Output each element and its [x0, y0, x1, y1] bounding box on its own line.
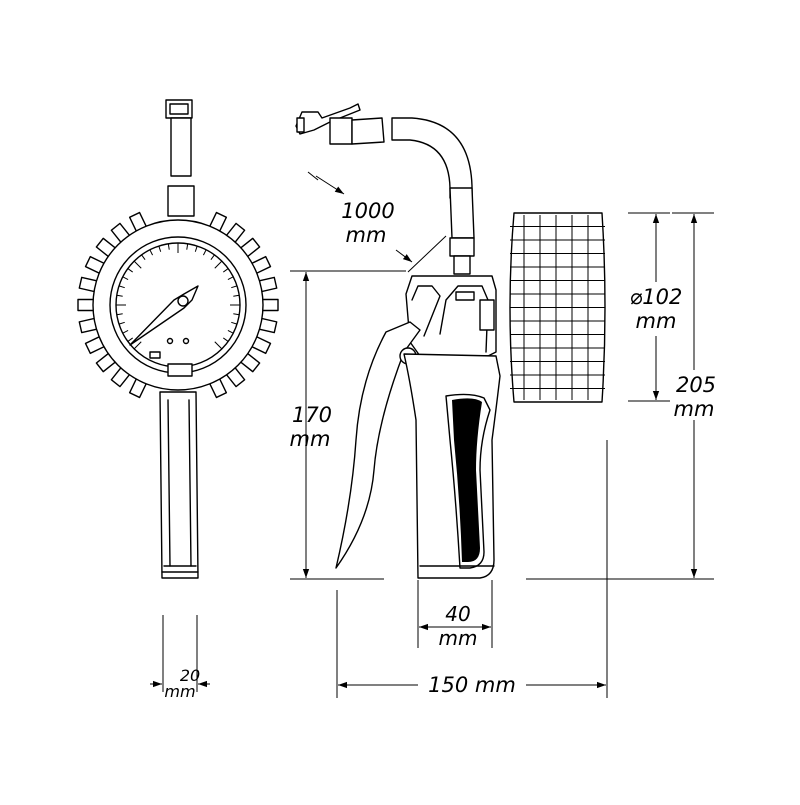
dim-gauge-diameter-unit: mm: [636, 309, 677, 333]
front-hose-coupling: [167, 185, 195, 217]
gauge-tick: [231, 285, 238, 289]
dim-hose-length: 1000 mm: [307, 171, 447, 273]
dim-total-height-value: 205: [676, 373, 716, 397]
gauge-tick: [122, 276, 129, 281]
side-view: [295, 103, 606, 579]
gauge-tick: [227, 276, 234, 281]
front-handle-edge-left: [167, 399, 171, 567]
front-handle: [159, 391, 199, 579]
gauge-tick: [118, 321, 125, 325]
gauge-side-profile: [509, 212, 606, 403]
gauge-tick: [223, 268, 229, 273]
gauge-mount: [479, 299, 495, 331]
gauge-tick: [122, 329, 129, 334]
gauge-tick: [186, 243, 189, 250]
hose-bend: [391, 117, 473, 199]
gauge-tick: [133, 341, 142, 350]
gauge-tick: [167, 243, 170, 250]
front-hose: [170, 117, 192, 177]
dim-hose-length-value: 1000: [341, 199, 394, 223]
gun-head-bracket: [411, 285, 441, 337]
dim-side-thickness: 20 mm: [150, 615, 210, 701]
hose-fitting-stem: [453, 255, 471, 275]
air-chuck-tip: [296, 117, 305, 133]
gauge-screw-left: [166, 337, 174, 345]
gauge-tick: [158, 245, 162, 252]
hose-segment-1: [351, 117, 385, 145]
gauge-tick: [223, 337, 229, 342]
dim-grip-width: 40 mm: [417, 580, 493, 650]
gauge-bottom-block: [167, 363, 193, 377]
dim-grip-width-unit: mm: [439, 626, 478, 650]
dim-hose-length-unit: mm: [346, 223, 387, 247]
dim-grip-height-unit: mm: [290, 427, 331, 451]
gauge-tick: [231, 321, 238, 325]
gauge-tick: [227, 329, 234, 334]
front-handle-edge-right: [188, 399, 192, 567]
gauge-tick: [127, 268, 133, 273]
grip-rubber: [452, 398, 482, 562]
hose-vertical: [449, 187, 475, 239]
gauge-tick: [202, 249, 207, 256]
gauge-tick: [214, 260, 223, 269]
dim-side-thickness-unit: mm: [164, 682, 195, 701]
chuck-ferrule: [329, 117, 353, 145]
hose-fitting-nut: [449, 237, 475, 257]
trigger-lever: [335, 321, 421, 569]
dim-total-depth-value: 150 mm: [428, 673, 516, 697]
dim-total-height: 205 mm: [526, 212, 716, 580]
dim-side-thickness-value: 20: [180, 666, 200, 685]
dim-gauge-diameter-value: ⌀102: [630, 285, 683, 309]
gauge-tick: [210, 254, 215, 260]
air-chuck: [295, 103, 361, 135]
front-view: [77, 99, 279, 579]
gauge-tick: [194, 245, 198, 252]
dim-gauge-diameter: ⌀102 mm: [628, 212, 683, 402]
dim-grip-height: 170 mm: [290, 270, 406, 580]
gauge-tick: [118, 285, 125, 289]
dim-grip-width-value: 40: [445, 602, 470, 626]
front-hose-clip-inner: [169, 103, 189, 115]
gauge-tick: [149, 249, 154, 256]
gauge-tick: [116, 313, 123, 316]
gauge-tick: [214, 341, 223, 350]
gauge-tick: [233, 294, 240, 297]
gauge-tick: [116, 294, 123, 297]
gauge-needle-hub: [177, 295, 189, 307]
gauge-tick: [141, 254, 146, 260]
gauge-ticks: [116, 243, 240, 350]
gauge-tick: [127, 337, 133, 342]
gauge-screw-right: [182, 337, 190, 345]
gauge-tick: [133, 260, 142, 269]
gauge-label-box: [149, 351, 161, 359]
dim-total-height-unit: mm: [674, 397, 715, 421]
gun-head-port: [455, 291, 475, 301]
dim-total-depth: 150 mm: [336, 440, 608, 698]
dim-grip-height-value: 170: [292, 403, 332, 427]
gauge-tick: [233, 313, 240, 316]
